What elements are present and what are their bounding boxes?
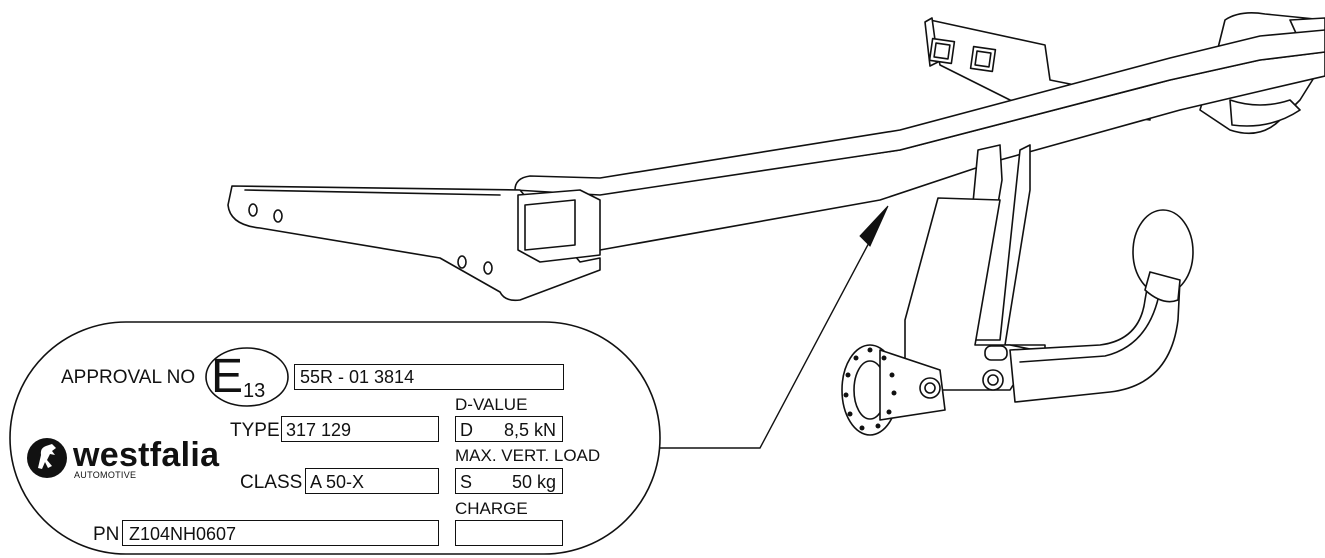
charge-box — [455, 520, 563, 546]
left-bracket-plate-inner — [244, 189, 501, 196]
e-mark-number: 13 — [243, 380, 266, 402]
class-value: A 50-X — [310, 472, 365, 492]
e-mark-circle — [205, 347, 289, 407]
d-value-label: D-VALUE — [455, 395, 528, 414]
horse-icon — [38, 444, 56, 469]
d-value-box: D 8,5 kN — [455, 416, 563, 442]
type-value: 317 129 — [286, 420, 352, 440]
type-value-box: 317 129 — [281, 416, 439, 442]
d-value: 8,5 kN — [503, 420, 556, 440]
leader-arrow — [859, 205, 889, 247]
brand-name: westfalia — [73, 436, 220, 474]
approval-label: APPROVAL NO — [61, 367, 196, 388]
brand-subtitle: AUTOMOTIVE — [74, 470, 137, 480]
gooseneck — [1009, 271, 1181, 403]
bracket-hole-4 — [483, 261, 493, 275]
cross-beam — [519, 51, 1325, 259]
d-value-prefix: D — [460, 420, 473, 440]
charge-label: CHARGE — [455, 499, 528, 518]
pn-value-box: Z104NH0607 — [122, 520, 439, 546]
class-value-box: A 50-X — [305, 468, 439, 494]
cross-beam-top-face — [514, 29, 1325, 196]
vert-load-box: S 50 kg — [455, 468, 563, 494]
bracket-hole-3 — [457, 255, 467, 269]
leader-line — [655, 221, 881, 449]
left-tube-opening — [524, 199, 576, 251]
gooseneck-inner — [1019, 289, 1161, 363]
bolt-1-inner — [924, 382, 936, 394]
bracket-hole-2 — [273, 209, 283, 223]
e-mark-letter: E — [211, 350, 244, 403]
class-label: CLASS — [240, 472, 303, 493]
left-bracket-plate — [227, 185, 601, 302]
right-end-lower — [1229, 99, 1301, 127]
vert-load-value: 50 kg — [511, 472, 556, 492]
bolt-square-1-inner — [933, 42, 951, 60]
approval-value-box: 55R - 01 3814 — [294, 364, 564, 390]
bolt-square-2-inner — [974, 50, 992, 68]
bracket-hole-1 — [248, 203, 258, 217]
vert-load-prefix: S — [460, 472, 473, 492]
type-label: TYPE — [230, 420, 280, 441]
pn-value: Z104NH0607 — [129, 524, 237, 544]
vert-load-label: MAX. VERT. LOAD — [455, 446, 601, 465]
bolt-2-inner — [987, 374, 999, 386]
pn-label: PN — [93, 524, 120, 545]
socket-bracket — [879, 349, 946, 421]
socket-holes — [843, 347, 897, 431]
approval-value: 55R - 01 3814 — [300, 367, 415, 387]
bolt-3 — [984, 345, 1008, 361]
tow-ball-neck — [1144, 271, 1181, 303]
